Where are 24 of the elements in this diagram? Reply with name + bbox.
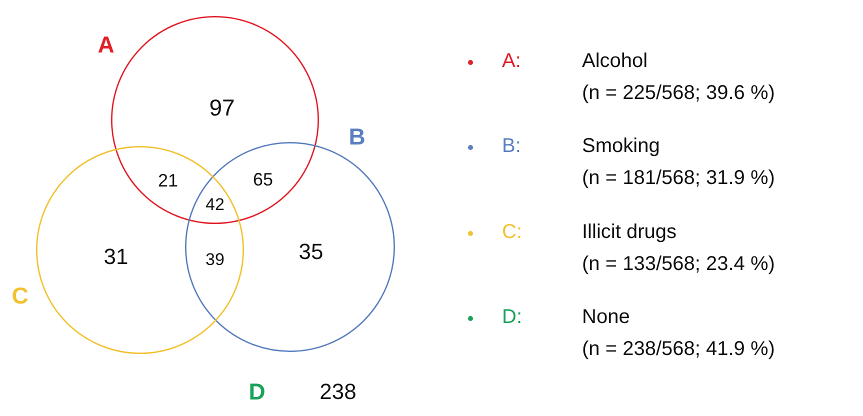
legend-key: A: bbox=[502, 50, 521, 73]
region-count: 35 bbox=[298, 239, 324, 265]
legend-key: D: bbox=[502, 306, 522, 329]
legend-text: Illicit drugs bbox=[582, 221, 676, 244]
legend-text: Alcohol bbox=[582, 50, 648, 73]
region-count: 238 bbox=[320, 379, 356, 405]
region-count: 97 bbox=[209, 94, 235, 122]
region-count: 42 bbox=[206, 195, 224, 215]
set-letter: A bbox=[98, 32, 114, 58]
set-letter: C bbox=[12, 282, 28, 310]
set-letter: D bbox=[248, 378, 266, 406]
legend-key: C: bbox=[502, 221, 522, 244]
legend-count: (n = 238/568; 41.9 %) bbox=[582, 338, 775, 361]
region-count: 39 bbox=[206, 250, 224, 270]
legend-count: (n = 225/568; 39.6 %) bbox=[582, 82, 775, 105]
legend-text: None bbox=[582, 306, 630, 329]
legend-count: (n = 181/568; 31.9 %) bbox=[582, 167, 775, 190]
set-letter: B bbox=[348, 124, 366, 150]
legend-key: B: bbox=[502, 135, 521, 158]
region-count: 21 bbox=[158, 170, 178, 192]
legend-count: (n = 133/568; 23.4 %) bbox=[582, 253, 775, 276]
region-count: 65 bbox=[252, 170, 274, 190]
region-count: 31 bbox=[104, 244, 128, 270]
legend-text: Smoking bbox=[582, 135, 660, 158]
